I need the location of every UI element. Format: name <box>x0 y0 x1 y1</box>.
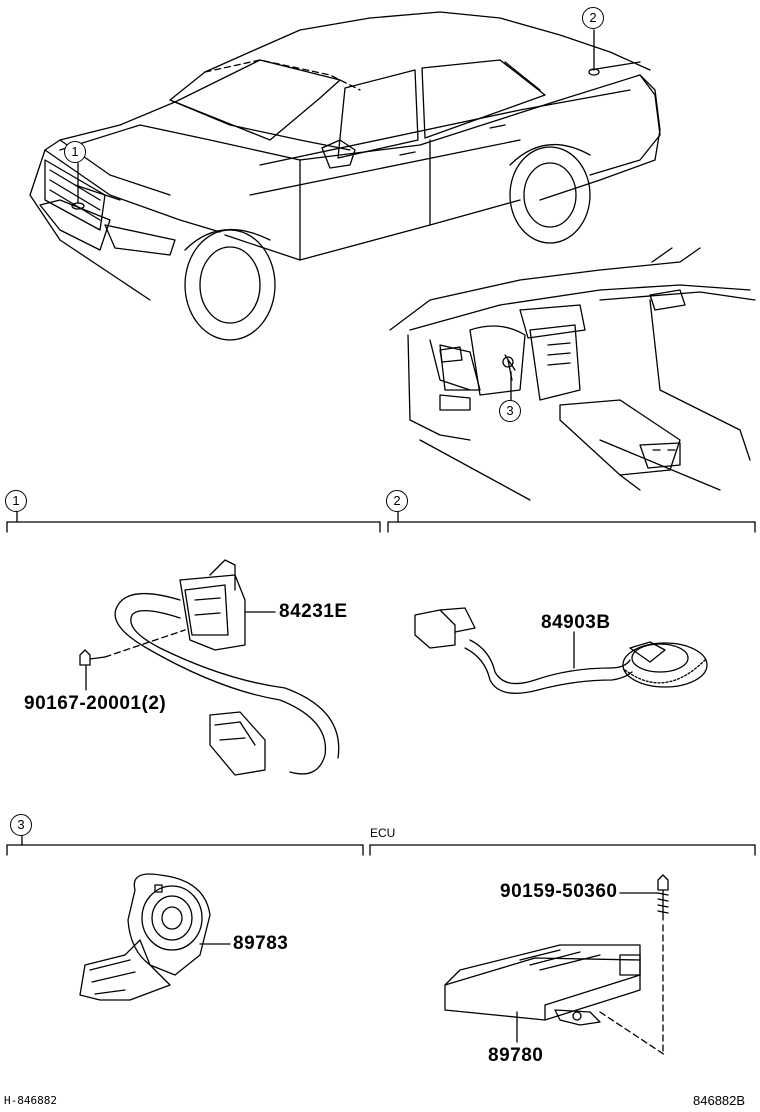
section-1-callout: 1 <box>5 490 27 512</box>
bolt-90167-drawing <box>79 629 186 691</box>
key-sensor-drawing <box>79 873 211 1001</box>
section-ecu-bracket <box>369 844 756 856</box>
footer-right-code: 846882B <box>693 1093 746 1108</box>
callout-1-car: 1 <box>64 141 86 163</box>
footer-left-code: H-846882 <box>4 1094 57 1107</box>
bolt-90159-drawing <box>619 874 669 1056</box>
part-number-90167-20001: 90167-20001(2) <box>24 693 167 714</box>
part-number-89780: 89780 <box>488 1045 544 1066</box>
callout-3-dash: 3 <box>499 400 521 422</box>
ecu-section-label: ECU <box>370 826 396 840</box>
section-3-bracket <box>6 835 364 856</box>
section-2-callout: 2 <box>386 490 408 512</box>
part-number-90159-50360: 90159-50360 <box>500 881 618 902</box>
section-2-bracket <box>387 511 756 533</box>
callout-2-car: 2 <box>582 7 604 29</box>
section-1-bracket <box>6 511 381 533</box>
dashboard-illustration <box>389 247 756 501</box>
part-number-84231E: 84231E <box>279 601 348 622</box>
ecu-drawing <box>444 944 666 1056</box>
section-3-callout: 3 <box>10 814 32 836</box>
car-illustration <box>29 11 661 341</box>
antenna-cord-drawing <box>414 607 708 694</box>
part-number-89783: 89783 <box>233 933 289 954</box>
part-number-84903B: 84903B <box>541 612 611 633</box>
horn-wire-connector-drawing <box>114 559 340 776</box>
